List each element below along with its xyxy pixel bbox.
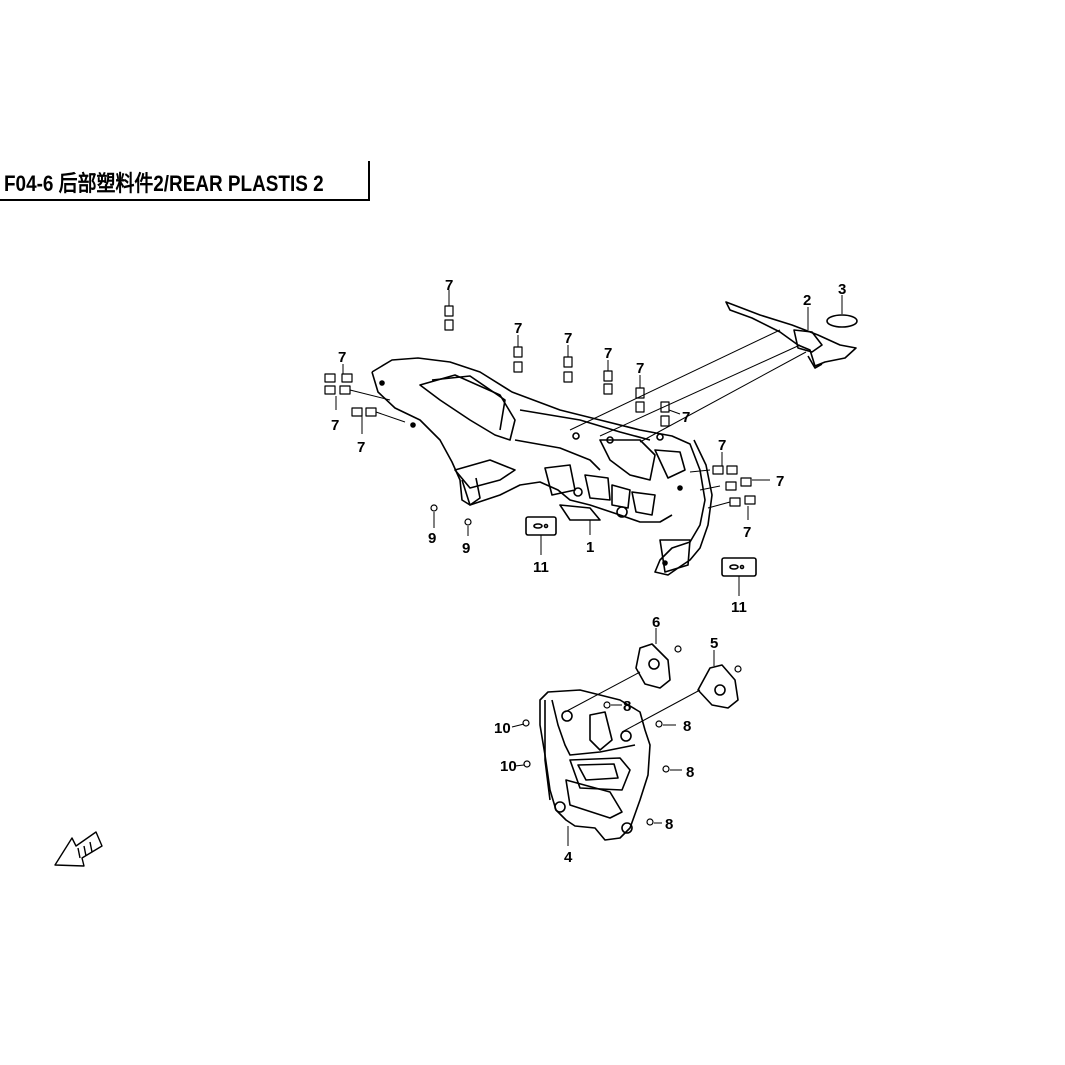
callout-6: 6 <box>652 614 660 631</box>
callout-7: 7 <box>682 409 690 426</box>
callout-7: 7 <box>718 437 726 454</box>
callout-labels: 7 7 7 7 7 7 7 7 7 7 7 7 9 9 1 11 11 2 3 … <box>331 277 846 866</box>
callout-11: 11 <box>731 599 747 616</box>
part-6-left-bracket <box>635 643 671 689</box>
part-5-right-bracket <box>697 664 739 709</box>
callout-8: 8 <box>683 718 691 735</box>
callout-10: 10 <box>500 758 517 775</box>
callout-7: 7 <box>776 473 784 490</box>
callout-4: 4 <box>564 849 573 866</box>
callout-1: 1 <box>586 539 594 556</box>
part-2-tail-cover <box>725 301 857 369</box>
part-1-rear-fender <box>371 357 713 576</box>
part-11-pad-right <box>721 557 757 577</box>
callout-5: 5 <box>710 635 718 652</box>
callout-7: 7 <box>445 277 453 294</box>
callout-7: 7 <box>564 330 572 347</box>
page-title: F04-6 后部塑料件2/REAR PLASTIS 2 <box>4 171 324 196</box>
callout-7: 7 <box>743 524 751 541</box>
callout-9: 9 <box>462 540 470 557</box>
callout-7: 7 <box>338 349 346 366</box>
callout-7: 7 <box>331 417 339 434</box>
fasteners-screws <box>430 504 742 826</box>
callout-8: 8 <box>665 816 673 833</box>
fasteners-7-clips <box>324 305 756 507</box>
callout-11: 11 <box>533 559 549 576</box>
callout-2: 2 <box>803 292 811 309</box>
callout-10: 10 <box>494 720 511 737</box>
callout-7: 7 <box>636 360 644 377</box>
part-11-pad-left <box>525 516 557 536</box>
callout-8: 8 <box>686 764 694 781</box>
part-4-lower-rear-panel <box>539 689 651 841</box>
callout-8: 8 <box>623 698 631 715</box>
callout-3: 3 <box>838 281 846 298</box>
leader-lines <box>335 290 843 846</box>
callout-7: 7 <box>514 320 522 337</box>
callout-7: 7 <box>604 345 612 362</box>
part-3-oval-emblem <box>826 314 858 328</box>
callout-9: 9 <box>428 530 436 547</box>
title-frame <box>0 161 370 201</box>
callout-7: 7 <box>357 439 365 456</box>
front-direction-arrow-icon <box>54 831 103 867</box>
